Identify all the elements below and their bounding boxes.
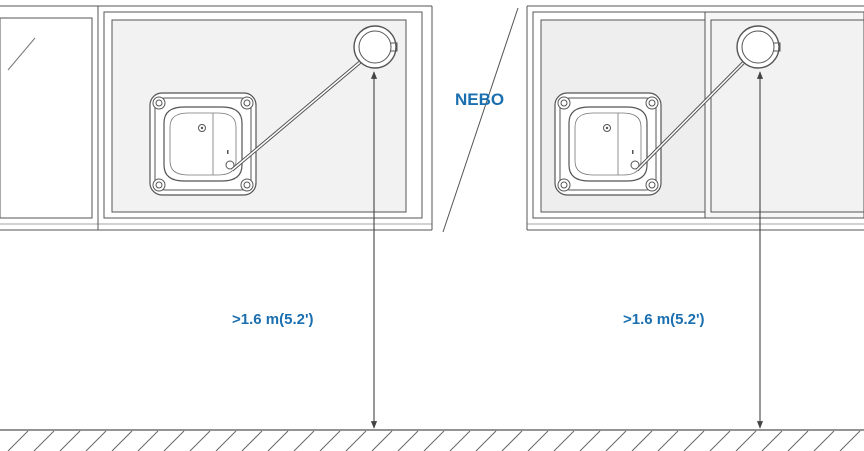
or-label: NEBO [455,90,505,109]
safety-ring-right-icon [736,25,781,69]
floor-line [0,429,864,451]
height-label-right: >1.6 m(5.2') [623,311,705,328]
separator-line [442,7,519,233]
left-window-scene [0,5,433,429]
right-window-scene [526,5,864,429]
safety-ring-left-icon [353,25,398,69]
robot-right-icon [554,92,662,196]
height-label-left: >1.6 m(5.2') [232,311,314,328]
robot-left-icon [149,92,257,196]
